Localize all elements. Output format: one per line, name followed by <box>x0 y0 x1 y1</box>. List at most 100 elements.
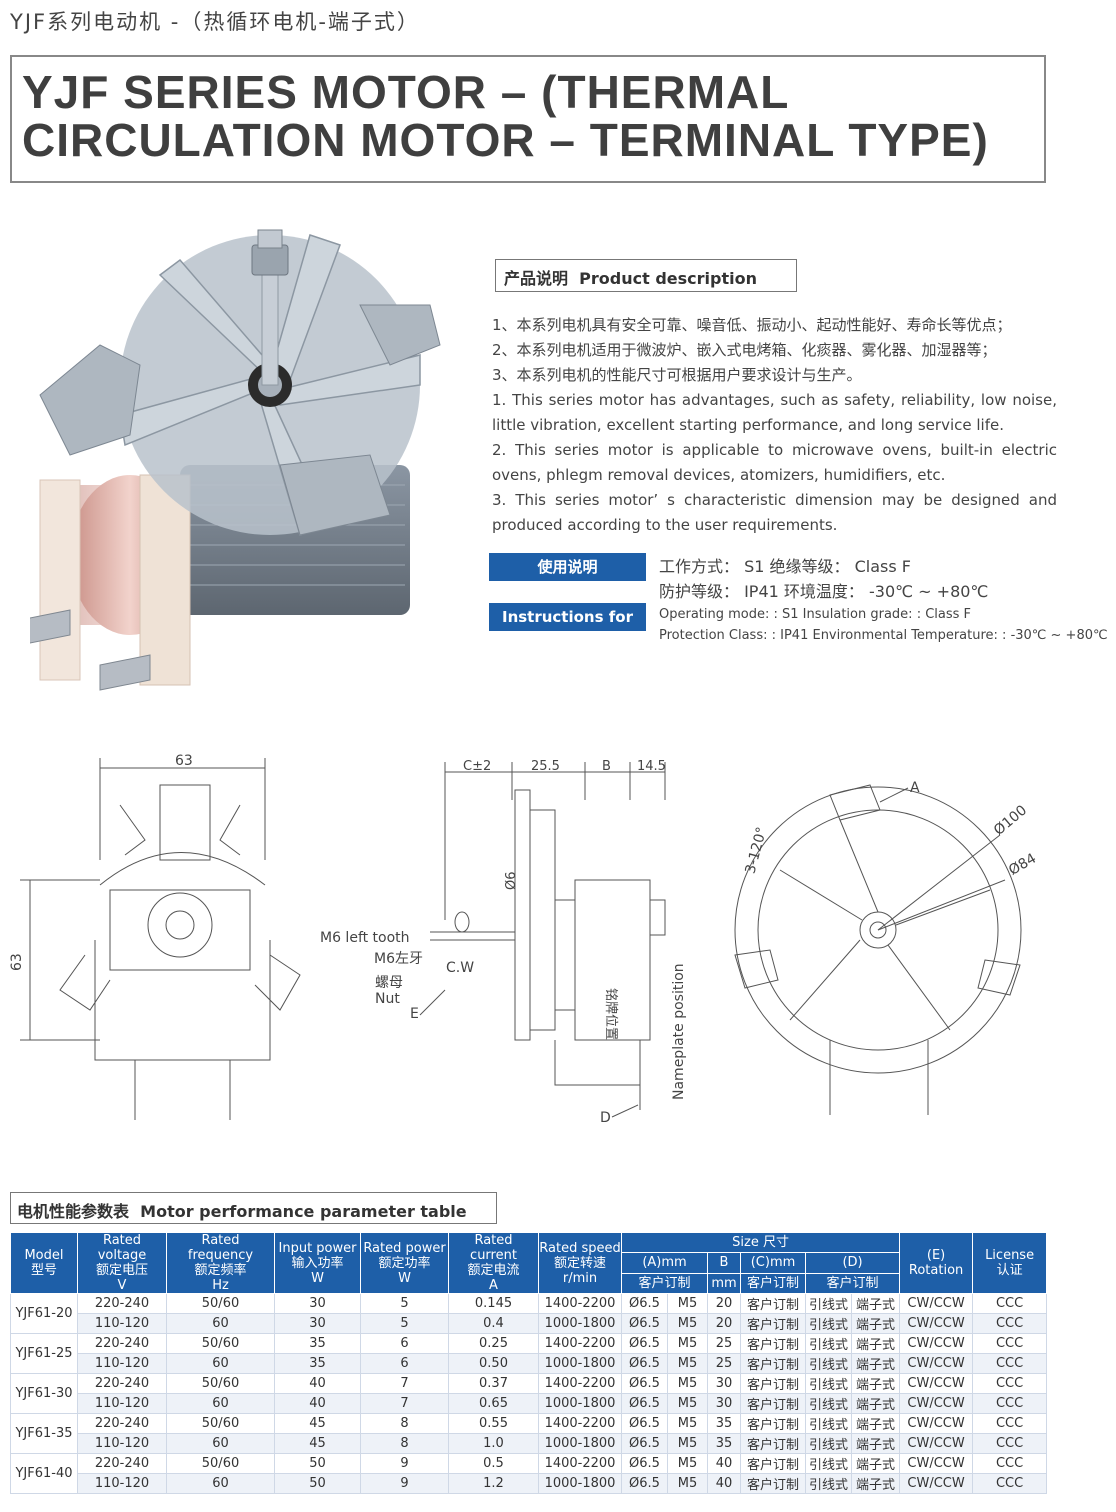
cell-spd: 1000-1800 <box>538 1433 622 1454</box>
cell-rot: CW/CCW <box>899 1333 974 1354</box>
cell-spd: 1000-1800 <box>538 1313 622 1334</box>
cell-a2: M5 <box>667 1473 708 1494</box>
dim-25-5: 25.5 <box>531 759 560 774</box>
cell-b: 20 <box>707 1313 741 1334</box>
cell-in: 50 <box>274 1453 361 1474</box>
cell-hz: 50/60 <box>166 1413 275 1434</box>
label-a: A <box>910 780 920 796</box>
cell-lic: CCC <box>972 1313 1048 1334</box>
cell-a2: M5 <box>667 1393 708 1414</box>
cell-a: 0.4 <box>448 1313 539 1334</box>
cell-v: 110-120 <box>77 1393 167 1414</box>
cell-rot: CW/CCW <box>899 1293 974 1314</box>
front-view-drawing: 63 63 <box>9 753 301 1120</box>
cell-model: YJF61-35 <box>10 1413 78 1454</box>
table-heading: 电机性能参数表 Motor performance parameter tabl… <box>10 1192 497 1224</box>
dim-c: C±2 <box>463 759 491 774</box>
cell-d1: 引线式 <box>805 1333 852 1354</box>
cell-d2: 端子式 <box>850 1393 901 1414</box>
cell-a: 0.55 <box>448 1413 539 1434</box>
cell-c: 客户订制 <box>740 1353 806 1374</box>
cell-rp: 7 <box>360 1373 449 1394</box>
cell-rot: CW/CCW <box>899 1453 974 1474</box>
cell-d1: 引线式 <box>805 1453 852 1474</box>
cell-rp: 8 <box>360 1413 449 1434</box>
cell-in: 35 <box>274 1333 361 1354</box>
cell-v: 110-120 <box>77 1433 167 1454</box>
cell-hz: 60 <box>166 1393 275 1414</box>
cell-c: 客户订制 <box>740 1453 806 1474</box>
product-description-heading-cn: 产品说明 <box>504 269 569 288</box>
cell-rot: CW/CCW <box>899 1353 974 1374</box>
cell-lic: CCC <box>972 1393 1048 1414</box>
cell-v: 220-240 <box>77 1333 167 1354</box>
product-description-heading: 产品说明 Product description <box>495 259 797 292</box>
cell-v: 220-240 <box>77 1293 167 1314</box>
cell-hz: 50/60 <box>166 1373 275 1394</box>
cell-d1: 引线式 <box>805 1373 852 1394</box>
cell-a2: M5 <box>667 1333 708 1354</box>
cell-rp: 9 <box>360 1473 449 1494</box>
cell-a2: M5 <box>667 1293 708 1314</box>
cell-rot: CW/CCW <box>899 1393 974 1414</box>
cell-rot: CW/CCW <box>899 1313 974 1334</box>
cell-a1: Ø6.5 <box>621 1413 668 1434</box>
cell-a2: M5 <box>667 1353 708 1374</box>
cell-hz: 50/60 <box>166 1333 275 1354</box>
th-d-sub: 客户订制 <box>804 1272 901 1295</box>
label-cw: C.W <box>446 960 474 976</box>
cell-rp: 6 <box>360 1333 449 1354</box>
desc-cn-2: 2、本系列电机适用于微波炉、嵌入式电烤箱、化痰器、雾化器、加湿器等； <box>492 341 997 359</box>
cell-b: 30 <box>707 1393 741 1414</box>
cell-a: 1.0 <box>448 1433 539 1454</box>
cell-a1: Ø6.5 <box>621 1353 668 1374</box>
cell-a: 0.145 <box>448 1293 539 1314</box>
cell-v: 110-120 <box>77 1313 167 1334</box>
fan-top-view-drawing <box>734 784 1022 1115</box>
cell-v: 220-240 <box>77 1413 167 1434</box>
cell-d2: 端子式 <box>850 1473 901 1494</box>
cell-c: 客户订制 <box>740 1393 806 1414</box>
spec-cn-row-2: 防护等级： IP41 环境温度： -30℃ ~ +80℃ <box>659 582 989 601</box>
cell-v: 110-120 <box>77 1473 167 1494</box>
cell-c: 客户订制 <box>740 1333 806 1354</box>
cell-d2: 端子式 <box>850 1413 901 1434</box>
cell-c: 客户订制 <box>740 1433 806 1454</box>
cell-b: 25 <box>707 1333 741 1354</box>
cell-b: 20 <box>707 1293 741 1314</box>
table-header-row-2: (A)mm B (C)mm (D) <box>11 1252 1047 1274</box>
cell-d1: 引线式 <box>805 1313 852 1334</box>
cell-a2: M5 <box>667 1453 708 1474</box>
label-nut-en: Nut <box>375 991 400 1007</box>
cell-in: 35 <box>274 1353 361 1374</box>
dim-phi100: Ø100 <box>991 802 1030 839</box>
cell-a1: Ø6.5 <box>621 1473 668 1494</box>
th-a-sub: 客户订制 <box>621 1272 708 1295</box>
cell-c: 客户订制 <box>740 1413 806 1434</box>
cell-model: YJF61-25 <box>10 1333 78 1374</box>
cell-in: 45 <box>274 1413 361 1434</box>
dim-phi84: Ø84 <box>1006 850 1039 878</box>
desc-en-3: 3. This series motor’ s characteristic d… <box>492 491 1057 534</box>
cell-spd: 1400-2200 <box>538 1293 622 1314</box>
spec-en-row-1: Operating mode: : S1 Insulation grade: :… <box>659 607 972 622</box>
cell-rp: 5 <box>360 1313 449 1334</box>
page-title: YJF SERIES MOTOR – (THERMAL CIRCULATION … <box>22 68 989 164</box>
label-e: E <box>410 1006 419 1022</box>
cell-d2: 端子式 <box>850 1353 901 1374</box>
cell-a: 0.5 <box>448 1453 539 1474</box>
cell-in: 30 <box>274 1313 361 1334</box>
spec-cn-row-1: 工作方式： S1 绝缘等级： Class F <box>659 557 911 576</box>
spec-en-row-2: Protection Class: : IP41 Environmental T… <box>659 628 1108 643</box>
cell-rp: 6 <box>360 1353 449 1374</box>
cell-lic: CCC <box>972 1353 1048 1374</box>
cell-a1: Ø6.5 <box>621 1313 668 1334</box>
cell-d2: 端子式 <box>850 1433 901 1454</box>
cell-d2: 端子式 <box>850 1333 901 1354</box>
cell-d2: 端子式 <box>850 1293 901 1314</box>
